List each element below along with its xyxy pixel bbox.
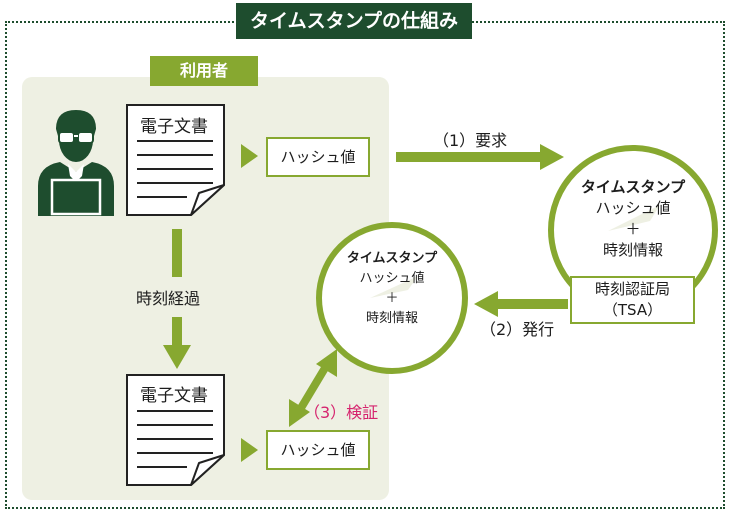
- tsa-timestamp-plus: ＋: [625, 220, 641, 238]
- tsa-abbr: （TSA）: [602, 301, 663, 319]
- document-label-bottom: 電子文書: [140, 386, 208, 406]
- tsa-box: 時刻認証局 （TSA）: [570, 276, 695, 324]
- hash-arrow-bottom-icon: [241, 438, 258, 462]
- issue-arrow-icon: [474, 291, 498, 317]
- document-label-top: 電子文書: [140, 117, 208, 137]
- timestamp-hash: ハッシュ値: [359, 271, 425, 286]
- user-label: 利用者: [150, 56, 258, 86]
- timestamp-circle: [316, 222, 468, 374]
- time-elapsed-label: 時刻経過: [136, 285, 201, 309]
- document-icon: [126, 374, 225, 486]
- issue-label: （2）発行: [480, 320, 555, 339]
- tsa-timestamp-time: 時刻情報: [602, 241, 663, 259]
- verify-label: （3）検証: [304, 403, 379, 422]
- hash-arrow-top-icon: [241, 144, 258, 168]
- hash-box-top: ハッシュ値: [266, 137, 370, 177]
- document-icon: [126, 104, 225, 216]
- request-label: （1）要求: [433, 131, 508, 150]
- tsa-timestamp-hash: ハッシュ値: [595, 199, 671, 217]
- user-icon: [38, 110, 114, 216]
- diagram-title: タイムスタンプの仕組み: [236, 3, 473, 39]
- time-elapsed-arrow-icon: [163, 345, 191, 369]
- timestamp-plus: ＋: [385, 291, 399, 306]
- verify-arrow-icon: [289, 399, 310, 427]
- timestamp-title: タイムスタンプ: [346, 251, 438, 266]
- hash-box-bottom: ハッシュ値: [266, 430, 370, 470]
- timestamp-time: 時刻情報: [365, 311, 418, 326]
- tsa-timestamp-title: タイムスタンプ: [580, 178, 686, 196]
- request-arrow-icon: [540, 144, 564, 170]
- tsa-name: 時刻認証局: [594, 280, 670, 298]
